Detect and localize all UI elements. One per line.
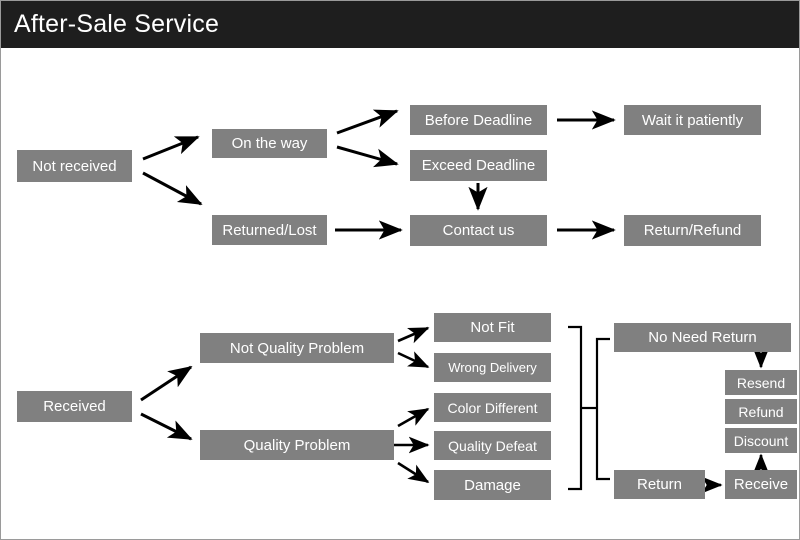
node-resend[interactable]: Resend — [725, 370, 797, 395]
node-label: Not received — [32, 157, 117, 175]
node-wrong-delivery[interactable]: Wrong Delivery — [434, 353, 551, 382]
node-label: Damage — [464, 476, 521, 494]
node-label: Quality Problem — [243, 436, 351, 454]
node-before-deadline[interactable]: Before Deadline — [410, 105, 547, 135]
node-not-fit[interactable]: Not Fit — [434, 313, 551, 342]
node-quality-problem[interactable]: Quality Problem — [200, 430, 394, 460]
node-not-received[interactable]: Not received — [17, 150, 132, 182]
node-return[interactable]: Return — [614, 470, 705, 499]
node-label: No Need Return — [648, 329, 757, 346]
title-bar: After-Sale Service — [1, 1, 799, 48]
node-receive[interactable]: Receive — [725, 470, 797, 499]
node-received[interactable]: Received — [17, 391, 132, 422]
node-label: Refund — [738, 403, 784, 420]
node-damage[interactable]: Damage — [434, 470, 551, 500]
node-contact-us[interactable]: Contact us — [410, 215, 547, 246]
node-quality-defeat[interactable]: Quality Defeat — [434, 431, 551, 460]
node-label: Not Fit — [470, 319, 515, 336]
node-label: Return — [636, 476, 683, 493]
node-color-different[interactable]: Color Different — [434, 393, 551, 422]
node-label: Color Different — [447, 399, 538, 416]
node-label: Receive — [733, 476, 789, 493]
node-label: Exceed Deadline — [421, 157, 536, 174]
node-label: Received — [43, 398, 106, 415]
node-label: Contact us — [442, 222, 515, 239]
node-not-quality-problem[interactable]: Not Quality Problem — [200, 333, 394, 363]
node-label: Discount — [733, 432, 789, 449]
node-label: Wrong Delivery — [448, 360, 537, 375]
node-label: Not Quality Problem — [229, 339, 365, 357]
node-on-the-way[interactable]: On the way — [212, 129, 327, 158]
node-label: On the way — [231, 135, 308, 152]
node-label: Quality Defeat — [448, 437, 537, 454]
node-wait-it-patiently[interactable]: Wait it patiently — [624, 105, 761, 135]
node-exceed-deadline[interactable]: Exceed Deadline — [410, 150, 547, 181]
node-no-need-return[interactable]: No Need Return — [614, 323, 791, 352]
page-title: After-Sale Service — [14, 10, 220, 38]
node-label: Wait it patiently — [641, 111, 744, 129]
node-returned-lost[interactable]: Returned/Lost — [212, 215, 327, 245]
node-label: Resend — [736, 374, 786, 391]
node-discount[interactable]: Discount — [725, 428, 797, 453]
node-label: Return/Refund — [643, 222, 742, 239]
node-refund[interactable]: Refund — [725, 399, 797, 424]
node-return-refund[interactable]: Return/Refund — [624, 215, 761, 246]
node-label: Before Deadline — [424, 111, 533, 129]
node-label: Returned/Lost — [222, 221, 317, 239]
